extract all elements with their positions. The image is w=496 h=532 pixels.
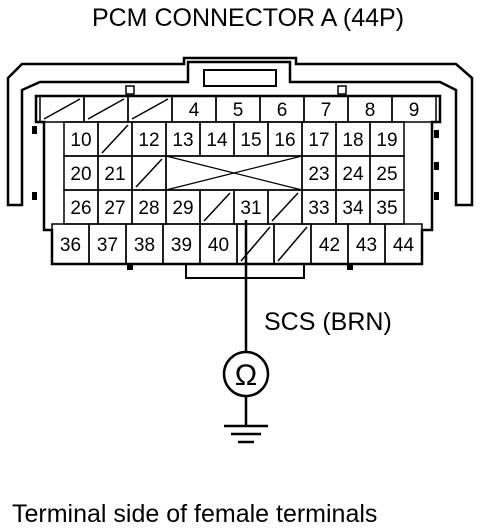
tab-bottom-left xyxy=(127,264,133,270)
blank-terminal-slash xyxy=(43,98,81,120)
blocked-cavity-cross xyxy=(165,155,303,191)
diagram-caption: Terminal side of female terminals xyxy=(12,500,378,528)
terminal-number: 7 xyxy=(321,100,332,121)
terminal-number: 4 xyxy=(189,100,200,121)
terminal-number: 15 xyxy=(240,130,261,151)
blocked-cavity xyxy=(165,155,303,191)
terminal-number: 26 xyxy=(70,198,91,219)
wire-label: SCS (BRN) xyxy=(264,308,392,336)
terminal-number: 20 xyxy=(70,164,91,185)
terminal-number: 17 xyxy=(308,130,329,151)
blank-terminal-slash xyxy=(87,98,125,120)
terminal-cell xyxy=(384,223,423,265)
terminal-number: 34 xyxy=(342,198,364,219)
terminal-cell xyxy=(391,95,437,123)
lock-right-middle xyxy=(434,162,439,170)
terminal-number: 24 xyxy=(342,164,364,185)
terminal-number: 27 xyxy=(104,198,125,219)
terminal-number: 9 xyxy=(409,100,420,121)
blank-terminal-slash xyxy=(203,192,231,222)
diagram-title: PCM CONNECTOR A (44P) xyxy=(91,4,405,32)
terminal-grid: 4 5 6 7 8 9 10 12 13 14 15 16 17 18 19 20 21 23 24 25 26 27 28… xyxy=(39,95,437,265)
terminal-number: 25 xyxy=(376,164,397,185)
terminal-number: 33 xyxy=(308,198,329,219)
blank-terminal-slash xyxy=(131,98,169,120)
terminal-number: 38 xyxy=(134,235,155,256)
terminal-number: 18 xyxy=(342,130,363,151)
connector-housing xyxy=(6,56,474,207)
terminal-number: 14 xyxy=(206,130,228,151)
ohm-symbol: Ω xyxy=(235,359,257,392)
terminal-number: 28 xyxy=(138,198,159,219)
terminal-number: 8 xyxy=(365,100,376,121)
blank-terminal-slash xyxy=(277,226,308,262)
blank-terminal-slash xyxy=(271,192,299,222)
terminal-number: 36 xyxy=(60,235,81,256)
lock-right-lower xyxy=(434,192,439,200)
lock-left-upper xyxy=(32,126,37,134)
connector-latch xyxy=(203,69,277,87)
terminal-number: 29 xyxy=(172,198,193,219)
tab-top-right xyxy=(337,85,347,95)
terminal-number: 35 xyxy=(376,198,397,219)
tab-top-left xyxy=(125,85,135,95)
blank-terminal-slash xyxy=(101,124,129,154)
terminal-number: 6 xyxy=(277,100,288,121)
terminal-number: 10 xyxy=(70,130,91,151)
lock-left-lower xyxy=(32,192,37,200)
terminal-number: 39 xyxy=(171,235,192,256)
lock-right-upper xyxy=(434,130,439,138)
terminal-number: 37 xyxy=(97,235,118,256)
terminal-number: 21 xyxy=(104,164,125,185)
terminal-number: 31 xyxy=(240,198,261,219)
blank-terminal-slash xyxy=(135,158,163,188)
terminal-number: 16 xyxy=(274,130,295,151)
terminal-number: 44 xyxy=(393,235,415,256)
terminal-number: 42 xyxy=(319,235,340,256)
tab-bottom-right xyxy=(347,264,353,270)
terminal-number: 12 xyxy=(138,130,159,151)
terminal-number: 5 xyxy=(233,100,244,121)
terminal-number: 13 xyxy=(172,130,193,151)
terminal-number: 43 xyxy=(356,235,377,256)
terminal-number: 40 xyxy=(208,235,229,256)
terminal-number: 23 xyxy=(308,164,329,185)
terminal-number: 19 xyxy=(376,130,397,151)
